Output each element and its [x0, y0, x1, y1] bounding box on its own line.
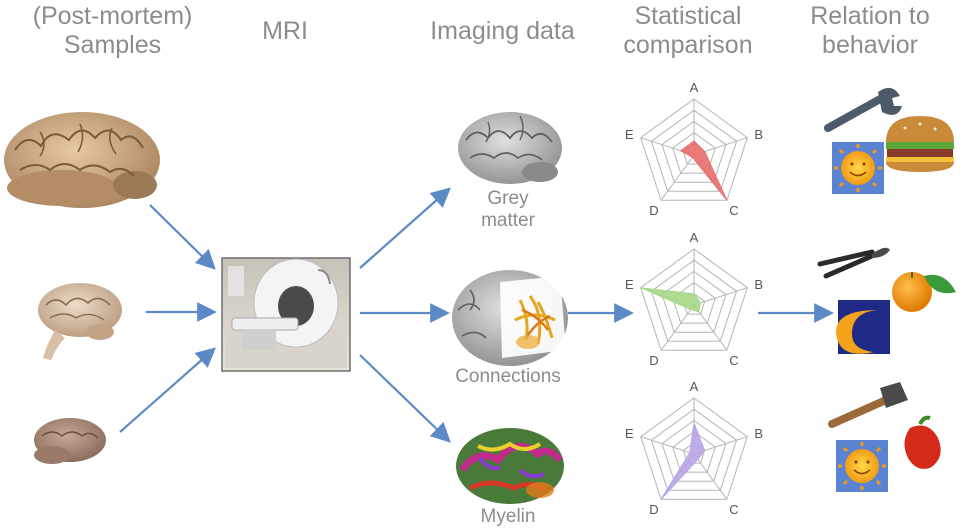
header-behavior: Relation to behavior — [780, 2, 960, 60]
header-samples-line2: Samples — [63, 31, 162, 59]
radar-data-area — [679, 140, 728, 201]
header-behavior-line1: Relation to — [810, 2, 930, 30]
radar-grid-ring — [650, 109, 738, 192]
header-samples: (Post-mortem) Samples — [0, 2, 225, 60]
grey-matter-brain-icon — [458, 112, 562, 184]
burger-icon — [886, 116, 954, 172]
radar-chart-3: A B C D E — [625, 379, 763, 517]
radar-axis-label: A — [690, 230, 699, 245]
radar-grid-ring — [650, 408, 738, 491]
hammer-icon — [828, 382, 908, 428]
radar-axis-label: B — [754, 426, 763, 441]
radar-chart-1: A B C D E — [625, 80, 763, 218]
label-grey-matter-line1: Grey — [487, 188, 529, 209]
mri-scanner-icon — [221, 257, 351, 372]
radar-axis-label: D — [649, 353, 658, 368]
brain-human-icon — [4, 112, 160, 208]
radar-axis-label: D — [649, 502, 658, 517]
radar-data-area — [660, 421, 706, 500]
radar-grid-ring — [640, 397, 748, 500]
orange-icon — [892, 272, 956, 312]
radar-axis-line — [660, 304, 695, 351]
header-statistical-line1: Statistical — [634, 2, 742, 30]
radar-axis-label: A — [690, 80, 699, 95]
radar-grid-ring — [661, 419, 727, 482]
radar-data-area — [640, 287, 701, 313]
radar-axis-label: A — [690, 379, 699, 394]
brain-chimp-icon — [38, 283, 122, 360]
header-statistical: Statistical comparison — [598, 2, 778, 60]
radar-grid-ring — [661, 120, 727, 183]
arrow-mri-to-myelin — [359, 354, 451, 443]
label-myelin: Myelin — [480, 506, 536, 527]
radar-grid-ring — [672, 430, 716, 473]
header-behavior-line2: behavior — [822, 31, 918, 59]
pliers-icon — [817, 247, 890, 279]
header-samples-line1: (Post-mortem) — [32, 2, 193, 30]
arrow-macaque-to-mri — [119, 347, 216, 433]
arrow-human-to-mri — [149, 204, 216, 270]
radar-grid-ring — [640, 248, 748, 351]
header-mri: MRI — [262, 17, 308, 45]
label-grey-matter: Grey matter — [458, 188, 558, 232]
radar-axis-label: B — [754, 277, 763, 292]
myelin-brain-icon — [456, 428, 564, 504]
radar-chart-2: A B C D E — [625, 230, 763, 368]
header-imaging: Imaging data — [430, 17, 575, 45]
radar-axis-label: D — [649, 203, 658, 218]
pepper-icon — [904, 415, 941, 469]
label-connections: Connections — [455, 366, 561, 387]
radar-charts: A B C D E A B C D E A B C D E — [625, 80, 763, 517]
radar-grid-ring — [640, 98, 748, 201]
label-grey-matter-line2: matter — [481, 210, 535, 231]
radar-grid-ring — [650, 259, 738, 342]
radar-axis-line — [693, 304, 728, 351]
arrows — [119, 187, 834, 443]
brain-macaque-icon — [34, 418, 106, 464]
radar-axis-label: C — [729, 353, 738, 368]
connections-brain-icon — [452, 270, 568, 366]
radar-axis-label: E — [625, 426, 634, 441]
radar-axis-line — [640, 436, 695, 455]
sun-icon-2 — [836, 440, 888, 492]
arrow-mri-to-grey — [359, 187, 451, 269]
radar-grid-ring — [672, 131, 716, 174]
radar-axis-label: E — [625, 277, 634, 292]
sun-icon — [832, 142, 884, 194]
wrench-icon — [824, 87, 902, 132]
radar-axis-label: B — [754, 127, 763, 142]
radar-axis-label: E — [625, 127, 634, 142]
radar-axis-label: C — [729, 502, 738, 517]
radar-axis-label: C — [729, 203, 738, 218]
header-statistical-line2: comparison — [623, 31, 753, 59]
moon-icon — [836, 300, 890, 354]
radar-axis-line — [660, 154, 695, 201]
radar-axis-line — [693, 287, 748, 306]
radar-axis-line — [693, 453, 728, 500]
